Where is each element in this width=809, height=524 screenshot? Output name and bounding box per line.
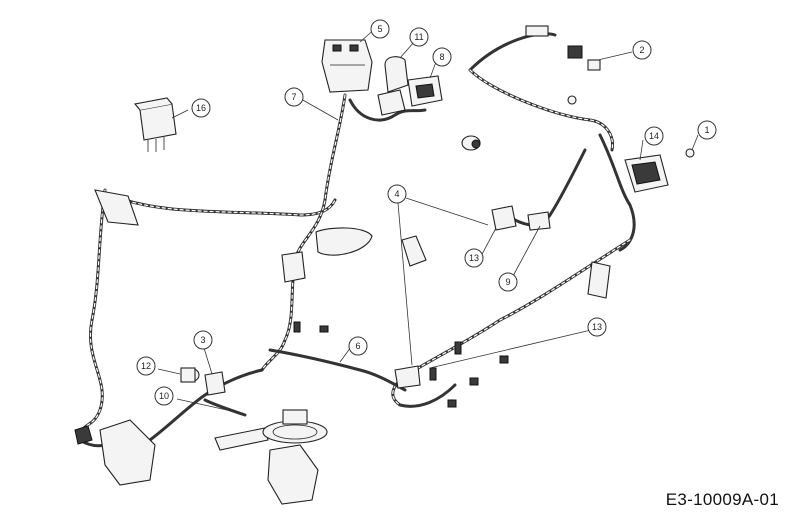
callout-2: 2 — [632, 40, 652, 60]
clip-1 — [685, 148, 695, 158]
top-right-connectors — [525, 25, 601, 105]
switch-assembly-bottom — [267, 444, 319, 505]
svg-text:13: 13 — [469, 253, 479, 263]
svg-text:1: 1 — [704, 125, 709, 135]
grommet — [461, 135, 481, 151]
svg-text:16: 16 — [196, 103, 206, 113]
svg-text:10: 10 — [159, 391, 169, 401]
connector-lower-right — [587, 261, 611, 299]
callout-7: 7 — [284, 87, 304, 107]
callout-13-upper: 13 — [464, 248, 484, 268]
callout-10: 10 — [154, 386, 174, 406]
plug-12 — [180, 367, 200, 383]
callout-14: 14 — [644, 126, 664, 146]
svg-text:11: 11 — [414, 32, 423, 42]
module-14 — [624, 154, 669, 193]
svg-text:8: 8 — [439, 52, 444, 62]
callout-4: 4 — [387, 184, 407, 204]
callout-16: 16 — [191, 98, 211, 118]
switch-8 — [407, 75, 443, 107]
svg-text:12: 12 — [141, 361, 151, 371]
svg-text:9: 9 — [505, 277, 510, 287]
callout-1: 1 — [697, 120, 717, 140]
callout-9: 9 — [498, 272, 518, 292]
callout-8: 8 — [432, 47, 452, 67]
svg-text:3: 3 — [200, 335, 205, 345]
connector-11 — [377, 56, 409, 116]
callout-11: 11 — [409, 27, 429, 47]
left-connectors — [94, 189, 373, 283]
connector-4 — [401, 205, 551, 267]
svg-text:4: 4 — [394, 189, 399, 199]
leader-lines — [157, 27, 699, 415]
callout-12: 12 — [136, 356, 156, 376]
switch-assembly-left — [74, 419, 156, 486]
relay-16 — [133, 97, 177, 152]
bolts — [293, 321, 509, 408]
svg-text:14: 14 — [649, 131, 659, 141]
connector-13 — [394, 365, 421, 389]
callout-13-lower: 13 — [587, 317, 607, 337]
svg-text:7: 7 — [291, 92, 296, 102]
reference-code: E3-10009A-01 — [665, 490, 779, 509]
svg-text:13: 13 — [592, 322, 602, 332]
svg-text:5: 5 — [377, 24, 382, 34]
components — [74, 25, 695, 505]
connector-3 — [204, 371, 226, 396]
callout-5: 5 — [370, 19, 390, 39]
connector-5 — [321, 39, 373, 93]
callouts: 1 2 3 4 5 6 7 8 9 10 11 — [136, 19, 717, 406]
callout-6: 6 — [348, 336, 368, 356]
pulley-assembly — [214, 409, 328, 451]
svg-text:2: 2 — [639, 45, 644, 55]
callout-3: 3 — [193, 330, 213, 350]
svg-text:6: 6 — [355, 341, 360, 351]
